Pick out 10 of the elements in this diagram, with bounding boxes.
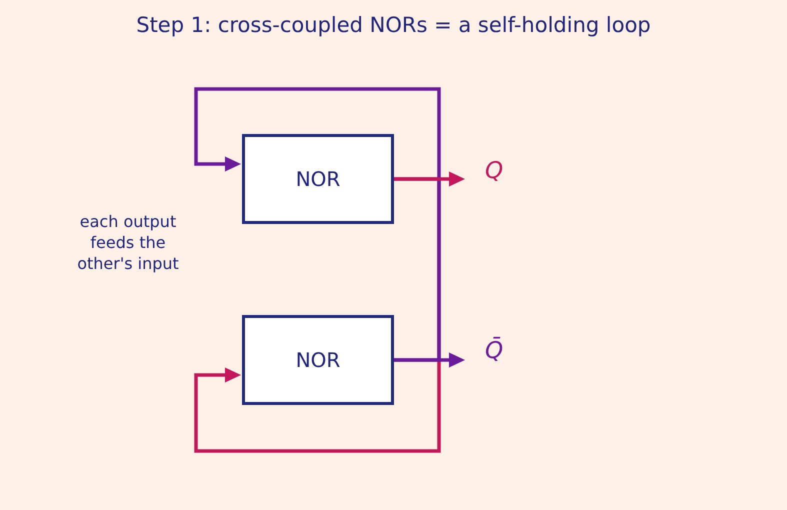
note-text: each output feeds the other's input xyxy=(76,211,180,274)
output-arrow xyxy=(394,352,465,368)
gate-label: NOR xyxy=(296,348,340,372)
logic-gate-box xyxy=(242,134,394,224)
logic-gate-box xyxy=(242,315,394,405)
output-label: Q̄ xyxy=(485,336,504,366)
gate-label: NOR xyxy=(296,167,340,191)
output-label: Q xyxy=(485,156,504,186)
diagram-title: Step 1: cross-coupled NORs = a self-holding loop xyxy=(135,12,652,39)
output-arrow xyxy=(394,172,465,186)
